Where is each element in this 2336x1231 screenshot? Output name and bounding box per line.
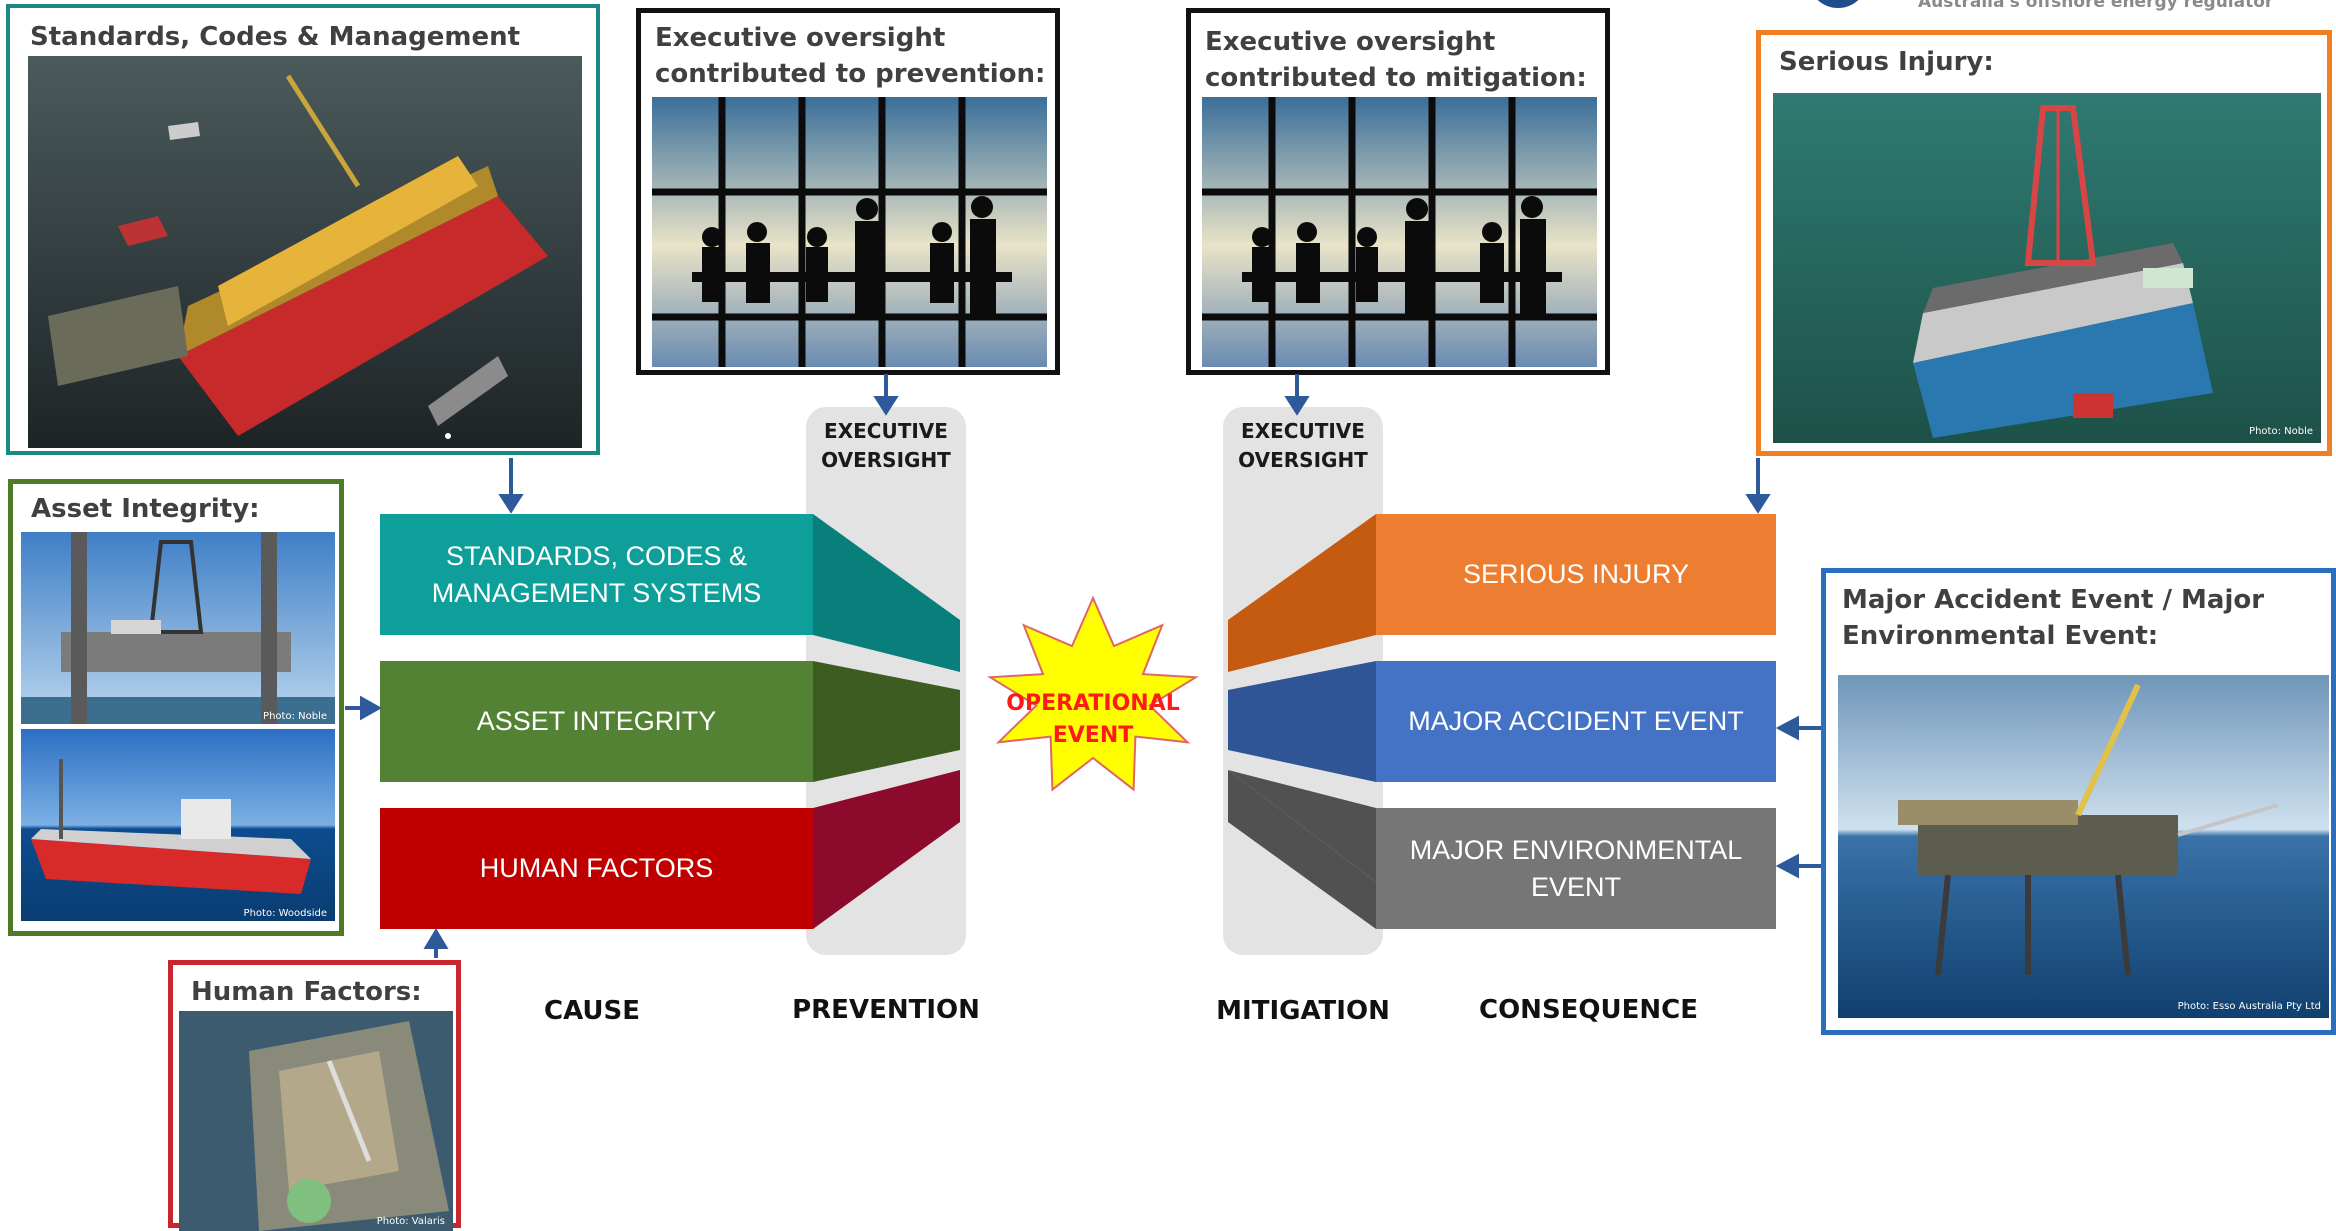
operational-event-label: OPERATIONAL EVENT [993, 688, 1193, 752]
regulator-logo [1808, 0, 1868, 8]
mitigation-pillar-line1: EXECUTIVE [1241, 419, 1365, 443]
column-label-consequence: CONSEQUENCE [1479, 995, 1699, 1025]
environmental-bar-label-line1: MAJOR ENVIRONMENTAL [1409, 834, 1743, 865]
exec-prevention-title-line1: Executive oversight [655, 23, 946, 53]
exec-mitigation-panel: Executive oversight contributed to mitig… [1186, 8, 1610, 375]
asset-integrity-panel-title: Asset Integrity: [31, 494, 260, 524]
environmental-bar-label: MAJOR ENVIRONMENTAL EVENT [1376, 808, 1776, 929]
human-factors-photo-credit: Photo: Valaris [376, 1216, 445, 1227]
exec-mitigation-title-line1: Executive oversight [1205, 27, 1496, 57]
column-label-mitigation: MITIGATION [1216, 996, 1390, 1026]
human-factors-panel: Human Factors: Photo: Valaris [168, 960, 461, 1231]
asset-bottom-photo-credit: Photo: Woodside [243, 908, 327, 919]
drill-rig-aerial-photo: Photo: Valaris [179, 1011, 453, 1231]
exec-prevention-title-line2: contributed to prevention: [655, 59, 1046, 89]
fpso-photo [28, 56, 582, 448]
injury-bar-label: SERIOUS INJURY [1462, 559, 1690, 589]
regulator-tagline: Australia's offshore energy regulator [1918, 0, 2274, 12]
semisub-rig-photo: Photo: Noble [1773, 93, 2321, 443]
environmental-bar-label-line2: EVENT [1530, 871, 1622, 902]
mitigation-pillar-line2: OVERSIGHT [1238, 448, 1368, 472]
red-vessel-photo: Photo: Woodside [21, 729, 335, 921]
standards-bar-label-line2: MANAGEMENT SYSTEMS [431, 577, 762, 608]
operational-event-line2: EVENT [1052, 723, 1134, 748]
major-accident-title-line1: Major Accident Event / Major [1842, 585, 2265, 615]
exec-mitigation-title-line2: contributed to mitigation: [1205, 63, 1587, 93]
mitigation-pillar [1223, 407, 1383, 955]
column-label-prevention: PREVENTION [792, 995, 980, 1025]
serious-injury-panel: Serious Injury: Photo: Noble [1756, 30, 2332, 456]
standards-bar-label: STANDARDS, CODES & MANAGEMENT SYSTEMS [380, 514, 813, 635]
boardroom-photo-2 [1202, 97, 1597, 367]
mitigation-pillar-label: EXECUTIVE OVERSIGHT [1223, 417, 1383, 475]
major-accident-photo-credit: Photo: Esso Australia Pty Ltd [2177, 1001, 2321, 1012]
column-label-cause: CAUSE [543, 996, 640, 1026]
platform-photo: Photo: Esso Australia Pty Ltd [1838, 675, 2329, 1018]
prevention-pillar-line1: EXECUTIVE [824, 419, 948, 443]
human-factors-panel-title: Human Factors: [191, 977, 422, 1007]
prevention-pillar-label: EXECUTIVE OVERSIGHT [806, 417, 966, 475]
prevention-pillar [806, 407, 966, 955]
serious-injury-panel-title: Serious Injury: [1779, 47, 1994, 77]
operational-event-line1: OPERATIONAL [1006, 691, 1180, 716]
asset-top-photo-credit: Photo: Noble [263, 711, 327, 722]
exec-prevention-panel: Executive oversight contributed to preve… [636, 8, 1060, 375]
boardroom-photo [652, 97, 1047, 367]
major-accident-title-line2: Environmental Event: [1842, 621, 2159, 651]
prevention-pillar-line2: OVERSIGHT [821, 448, 951, 472]
asset-integrity-panel: Asset Integrity: Photo: Noble Pho [8, 479, 344, 936]
human-bar-label: HUMAN FACTORS [479, 853, 714, 883]
accident-bar-label: MAJOR ACCIDENT EVENT [1408, 706, 1744, 736]
asset-bar-label: ASSET INTEGRITY [476, 706, 717, 736]
standards-bar-label-line1: STANDARDS, CODES & [445, 540, 748, 571]
major-accident-panel: Major Accident Event / Major Environment… [1821, 568, 2336, 1035]
jackup-rig-photo: Photo: Noble [21, 532, 335, 724]
serious-injury-photo-credit: Photo: Noble [2249, 426, 2313, 437]
standards-panel: Standards, Codes & Management Systems: [6, 4, 600, 455]
